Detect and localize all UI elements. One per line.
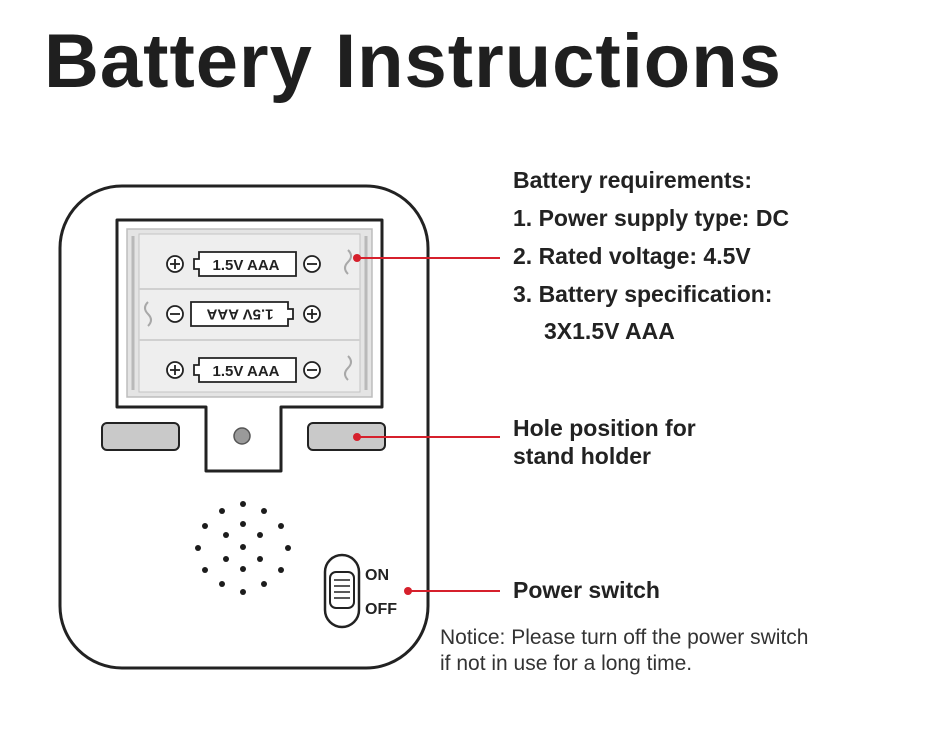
page-title: Battery Instructions xyxy=(44,19,782,104)
screw-hole xyxy=(233,427,251,445)
stand-hole-left xyxy=(101,422,180,451)
notice-line-1: Notice: Please turn off the power switch xyxy=(440,626,809,649)
pointer-hole xyxy=(353,433,500,441)
requirement-line-4: 3X1.5V AAA xyxy=(544,318,675,344)
requirement-line-2: 2. Rated voltage: 4.5V xyxy=(513,243,751,269)
power-switch-label: Power switch xyxy=(513,577,660,603)
notice-text: Notice: Please turn off the power switch… xyxy=(440,625,808,678)
switch-off-label: OFF xyxy=(365,601,397,618)
requirements-heading: Battery requirements: xyxy=(513,167,753,193)
battery-2-label: 1.5V AAA xyxy=(206,306,273,323)
requirement-line-1: 1. Power supply type: DC xyxy=(513,205,790,231)
battery-1: 1.5V AAA xyxy=(166,251,321,277)
hole-position-line-1: Hole position for xyxy=(513,415,696,441)
pointer-battery xyxy=(353,254,500,262)
battery-3-label: 1.5V AAA xyxy=(213,363,280,380)
requirement-line-3: 3. Battery specification: xyxy=(513,281,773,307)
notice-line-2: if not in use for a long time. xyxy=(440,652,693,676)
pointer-switch xyxy=(404,587,500,595)
power-switch[interactable] xyxy=(323,553,361,629)
battery-2: 1.5V AAA xyxy=(166,301,321,327)
battery-3: 1.5V AAA xyxy=(166,357,321,383)
battery-1-label: 1.5V AAA xyxy=(213,257,280,274)
switch-on-label: ON xyxy=(365,567,389,584)
hole-position-line-2: stand holder xyxy=(513,443,652,469)
speaker-grille xyxy=(195,501,291,595)
